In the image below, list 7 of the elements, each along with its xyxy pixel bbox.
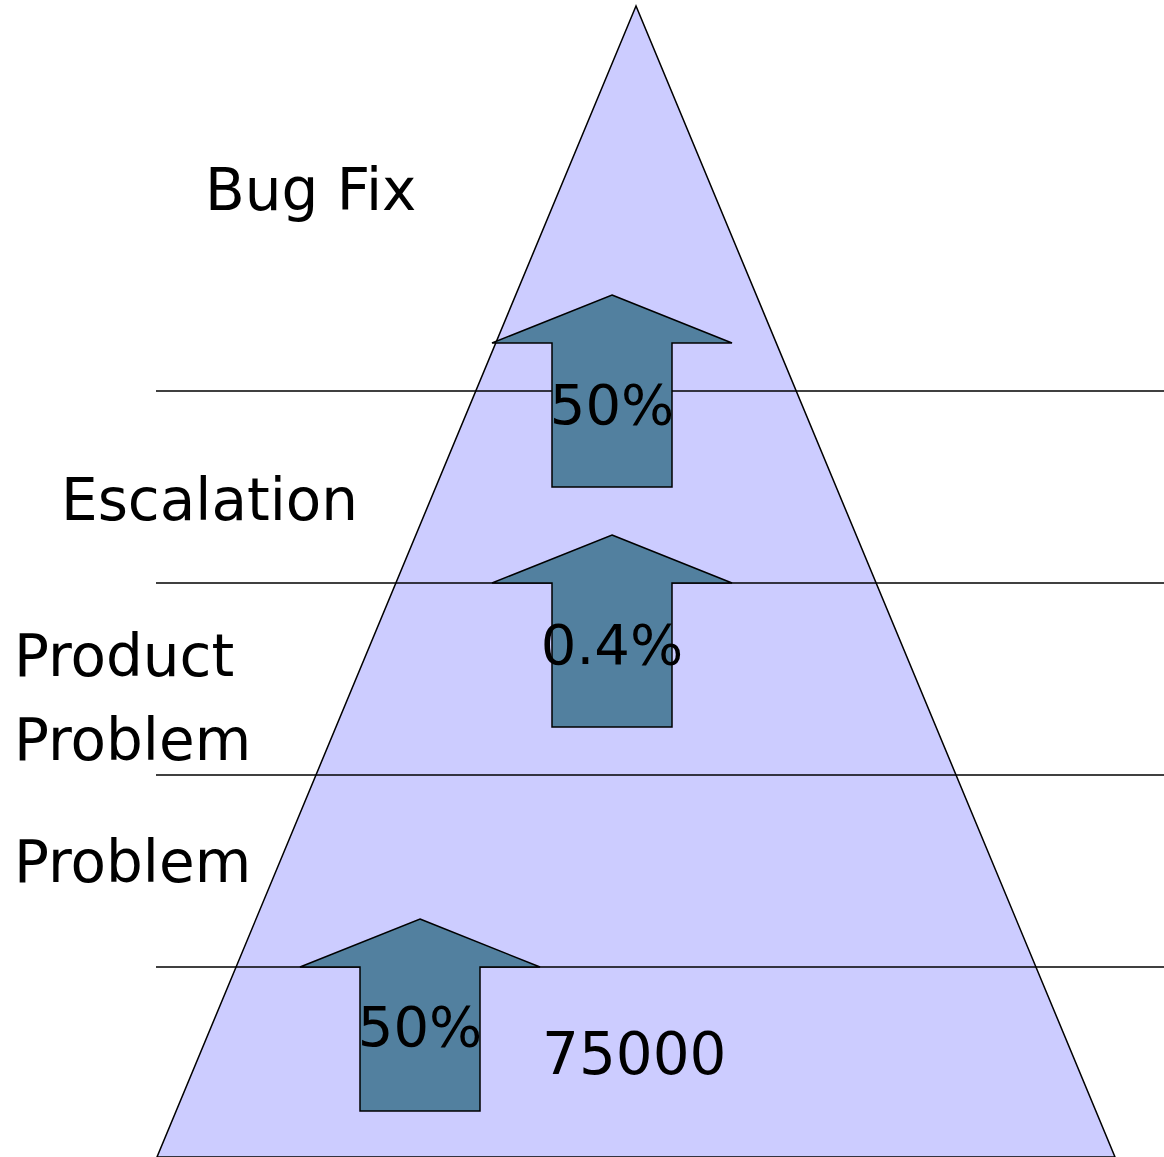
level-label: Problem [14,827,252,898]
level-label: Product Problem [14,621,253,776]
level-label: Bug Fix [205,155,417,226]
percentage-label: 50% [356,999,484,1055]
count-label: 75000 [542,1019,727,1090]
percentage-label: 50% [548,377,676,433]
level-label: Escalation [61,465,359,536]
